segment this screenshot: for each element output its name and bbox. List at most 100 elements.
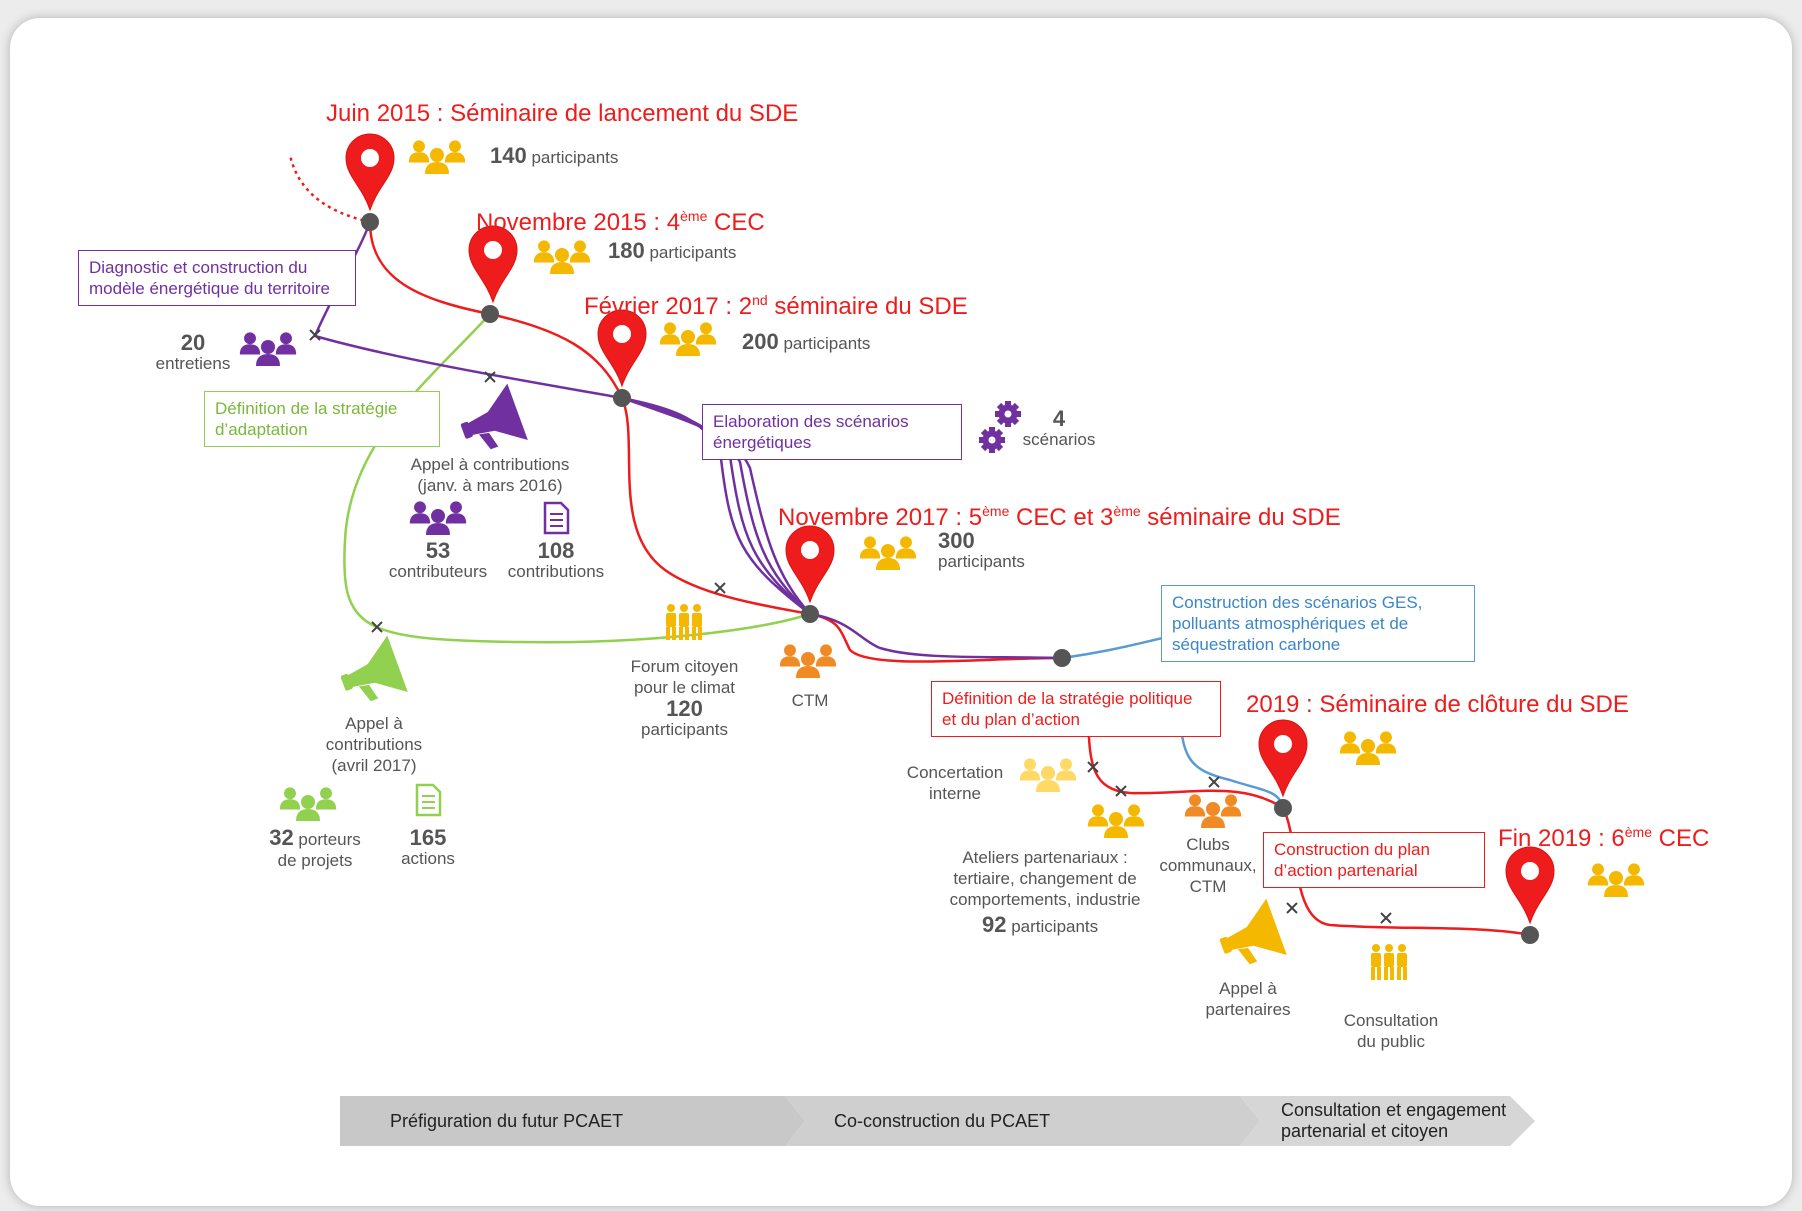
people-icon-m5 [1340, 731, 1396, 765]
appel-2016-label: Appel à contributions (janv. à mars 2016… [390, 454, 590, 496]
appel-2017-line-1: Appel à [345, 714, 403, 733]
forum-stat: Forum citoyen pour le climat 120 partici… [612, 656, 757, 740]
consultation-label: Consultation du public [1326, 1010, 1456, 1052]
ateliers-line-1: Ateliers partenariaux : [962, 848, 1128, 867]
m1-count: 140 [490, 143, 527, 168]
purple-path-2 [809, 612, 1063, 660]
people-icon-m2 [534, 240, 590, 274]
appel-partenaires-label: Appel à partenaires [1188, 978, 1308, 1020]
box-ges-line-2: polluants atmosphériques et de [1172, 614, 1409, 633]
appel-2017-line-3: (avril 2017) [331, 756, 417, 775]
people-icon-m6 [1588, 863, 1644, 897]
people-icon-m3 [660, 322, 716, 356]
entretiens-label: entretiens [155, 354, 231, 373]
people-icon-contributeurs [410, 501, 466, 535]
m6-pre: Fin 2019 : 6 [1498, 825, 1625, 852]
pin-juin-2015 [345, 133, 395, 211]
milestone-title-fin-2019: Fin 2019 : 6ème CEC [1498, 818, 1709, 853]
appel-2017-label: Appel à contributions (avril 2017) [310, 713, 438, 776]
purple-bundle-4 [621, 396, 811, 615]
box-scenarios-line-1: Elaboration des scénarios [713, 412, 909, 431]
consultation-line-1: Consultation [1343, 1011, 1439, 1030]
ateliers-stat: 92 participants [982, 914, 1098, 937]
purple-bundle-3 [621, 396, 811, 615]
consultation-line-2: du public [1356, 1032, 1426, 1051]
milestone-title-juin-2015: Juin 2015 : Séminaire de lancement du SD… [326, 100, 799, 127]
people-icon-ateliers [1088, 804, 1144, 838]
ctm-label: CTM [791, 691, 829, 710]
contributions-count: 108 [537, 538, 575, 563]
box-diagnostic: Diagnostic et construction du modèle éne… [78, 250, 356, 306]
scenarios-label: scénarios [1022, 430, 1096, 449]
appel-2017-line-2: contributions [325, 735, 423, 754]
m3-unit: participants [783, 334, 871, 353]
m3-post: séminaire du SDE [767, 293, 968, 320]
box-politique: Définition de la stratégie politique et … [931, 681, 1221, 737]
appel-partenaires-line-2: partenaires [1205, 1000, 1291, 1019]
people-icon-porteurs [280, 787, 336, 821]
concertation-line-1: Concertation [906, 763, 1004, 782]
megaphone-icon-2017 [332, 635, 408, 712]
box-ges-line-3: séquestration carbone [1172, 635, 1341, 654]
box-diagnostic-line-1: Diagnostic et construction du [89, 258, 308, 277]
m3-sup: nd [752, 292, 768, 308]
m6-sup: ème [1624, 824, 1652, 840]
actions-label: actions [401, 849, 455, 868]
box-adaptation-line-2: d’adaptation [215, 420, 308, 439]
gear-icon-2 [979, 427, 1005, 453]
box-politique-line-1: Définition de la stratégie politique [942, 689, 1193, 708]
contributions-stat: 108 contributions [500, 540, 612, 582]
pin-fin-2019 [1505, 846, 1555, 924]
contributeurs-stat: 53 contributeurs [380, 540, 496, 582]
nodes [361, 213, 1539, 944]
ateliers-label: Ateliers partenariaux : tertiaire, chang… [930, 847, 1160, 910]
box-adaptation: Définition de la stratégie d’adaptation [204, 391, 440, 447]
red-path-2 [809, 612, 1063, 663]
clubs-label: Clubs communaux, CTM [1150, 834, 1266, 897]
m4-post: séminaire du SDE [1140, 504, 1341, 531]
document-icon-contributions [543, 501, 570, 535]
box-ges-line-1: Construction des scénarios GES, [1172, 593, 1423, 612]
box-partenarial-line-1: Construction du plan [1274, 840, 1430, 859]
box-partenarial-line-2: d’action partenarial [1274, 861, 1418, 880]
porteurs-stat: 32 porteurs de projets [250, 827, 380, 871]
phase-label-consultation: Consultation et engagement partenarial e… [1281, 1100, 1506, 1142]
porteurs-label-1: porteurs [298, 830, 361, 849]
phase-label-coconstruction: Co-construction du PCAET [834, 1111, 1051, 1131]
m4-pre: Novembre 2017 : 5 [778, 504, 983, 531]
porteurs-count: 32 [269, 825, 294, 850]
milestone-title-fev-2017: Février 2017 : 2nd séminaire du SDE [584, 286, 968, 321]
m4-sup2: ème [1113, 503, 1141, 519]
scenarios-stat: 4 scénarios [1004, 408, 1114, 450]
megaphone-icon-2016 [452, 383, 528, 460]
pin-nov-2015 [468, 225, 518, 303]
megaphone-icon-partenaires [1211, 898, 1287, 975]
red-path-dotted [288, 154, 371, 224]
people-icon-entretiens [240, 332, 296, 366]
m6-post: CEC [1651, 825, 1710, 852]
document-icon-actions [415, 783, 442, 817]
forum-line-1: Forum citoyen [630, 657, 739, 676]
milestone-title-2019: 2019 : Séminaire de clôture du SDE [1246, 691, 1629, 718]
actions-count: 165 [409, 825, 447, 850]
box-politique-line-2: et du plan d’action [942, 710, 1080, 729]
ateliers-count: 92 [982, 912, 1007, 937]
m3-pre: Février 2017 : 2 [584, 293, 753, 320]
m2-count: 180 [608, 238, 645, 263]
box-diagnostic-line-2: modèle énergétique du territoire [89, 279, 330, 298]
m4-mid: CEC et 3 [1009, 504, 1114, 531]
box-partenarial: Construction du plan d’action partenaria… [1263, 832, 1485, 888]
phase-3-line-1: Consultation et engagement [1281, 1100, 1507, 1120]
box-ges: Construction des scénarios GES, polluant… [1161, 585, 1475, 662]
milestone-title-nov-2015: Novembre 2015 : 4ème CEC [476, 202, 765, 237]
clubs-line-1: Clubs [1186, 835, 1230, 854]
people-icon-m4 [860, 536, 916, 570]
m2-sup: ème [680, 208, 708, 224]
box-scenarios-line-2: énergétiques [713, 433, 812, 452]
actions-stat: 165 actions [380, 827, 476, 869]
ateliers-line-2: tertiaire, changement de [953, 869, 1137, 888]
pin-fev-2017 [597, 309, 647, 387]
